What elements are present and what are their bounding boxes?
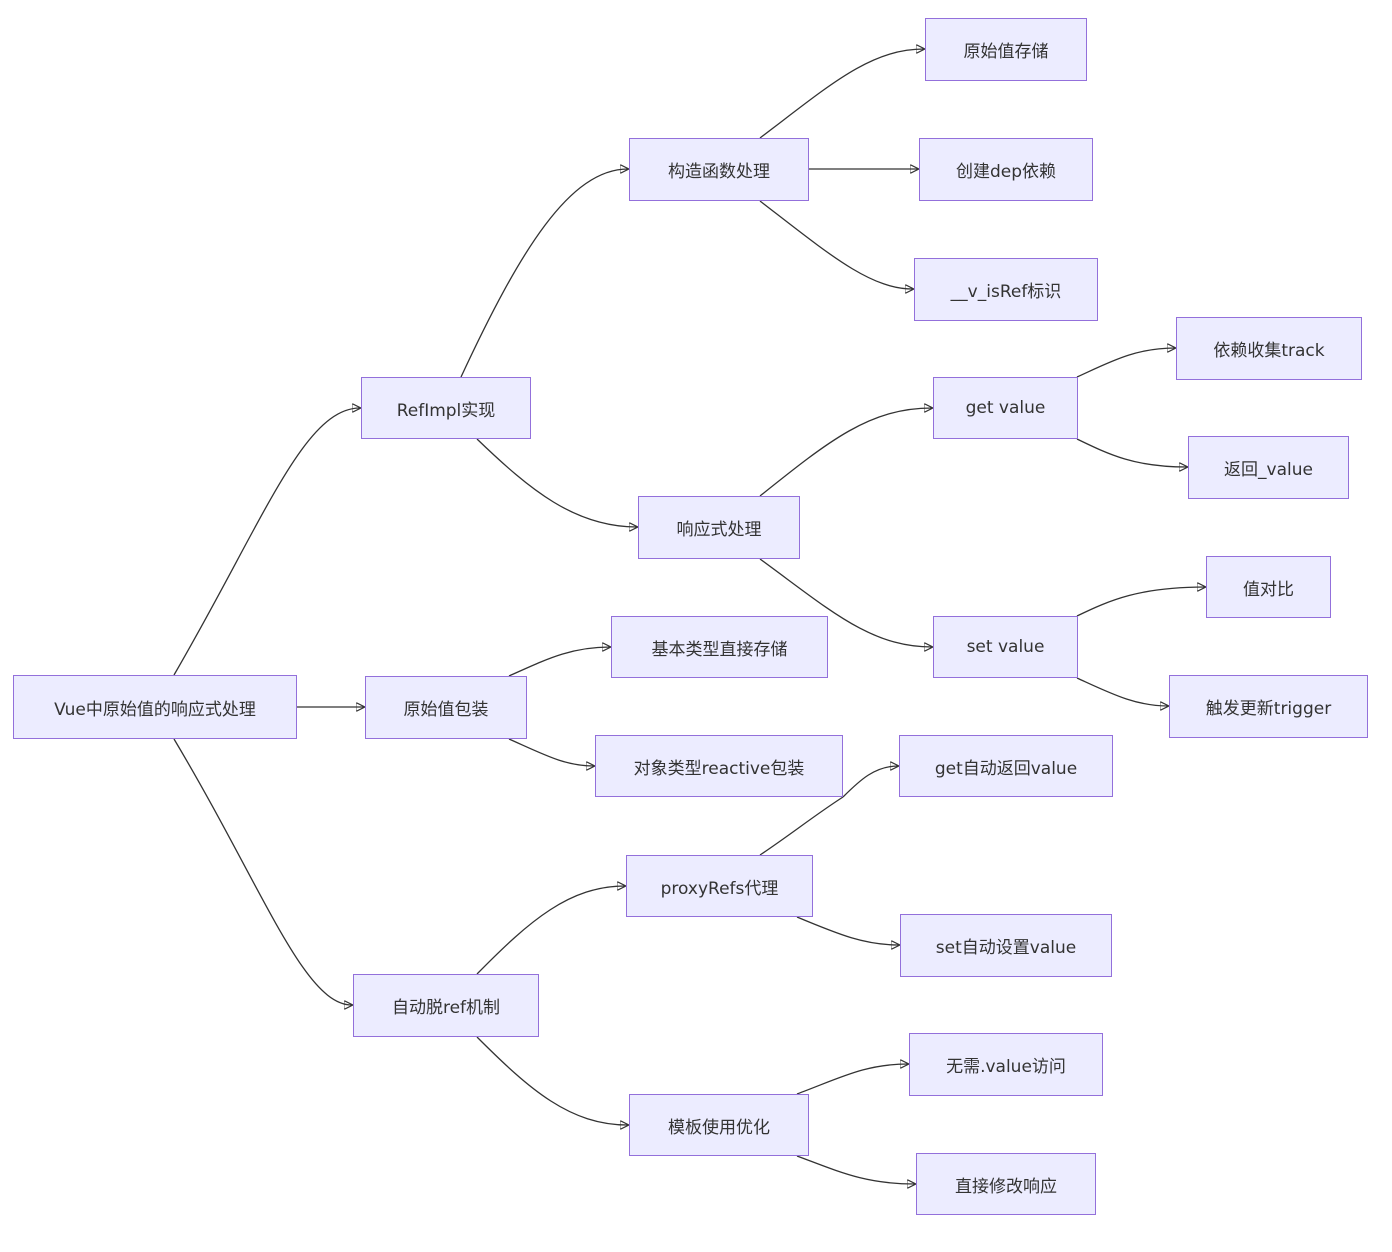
edge-ctor-rawstore [759, 49, 924, 139]
node-getauto: get自动返回value [899, 735, 1113, 797]
node-rawstore: 原始值存储 [925, 18, 1087, 81]
edge-reactive-getv [759, 408, 932, 497]
edge-wrap-objreactive [508, 738, 594, 766]
edge-getv-ret [1076, 438, 1187, 467]
node-template: 模板使用优化 [629, 1094, 809, 1156]
node-direct: 直接修改响应 [916, 1153, 1096, 1215]
edge-proxyrefs-getauto [759, 796, 844, 856]
node-ctor: 构造函数处理 [629, 138, 809, 201]
node-return-value: 返回_value [1188, 436, 1349, 499]
node-refimpl: RefImpl实现 [361, 377, 531, 439]
edge-wrap-basic [508, 647, 610, 677]
node-dep: 创建dep依赖 [919, 138, 1093, 201]
edge-setv-cmp [1076, 587, 1205, 617]
edge-unref-template [476, 1036, 628, 1125]
edge-root-unref [173, 738, 352, 1005]
node-set-value: set value [933, 616, 1078, 678]
node-compare: 值对比 [1206, 556, 1331, 618]
edge-refimpl-ctor [460, 169, 628, 378]
edge-getv-track [1076, 348, 1175, 378]
edge-ctor-isref [759, 200, 913, 289]
node-isref: __v_isRef标识 [914, 258, 1098, 321]
edge-setv-trigger [1076, 677, 1168, 706]
node-wrap: 原始值包装 [365, 676, 527, 739]
edge-objreactive-getauto [842, 766, 898, 798]
edge-root-refimpl [173, 408, 360, 676]
edge-reactive-setv [759, 558, 932, 647]
edge-proxyrefs-setauto [796, 916, 899, 945]
node-unref: 自动脱ref机制 [353, 974, 539, 1037]
node-novalue: 无需.value访问 [909, 1033, 1103, 1096]
edge-template-direct [796, 1155, 915, 1184]
node-basic: 基本类型直接存储 [611, 616, 828, 678]
node-root: Vue中原始值的响应式处理 [13, 675, 297, 739]
edge-refimpl-reactive [476, 438, 637, 527]
node-setauto: set自动设置value [900, 914, 1112, 977]
node-reactive-proc: 响应式处理 [638, 496, 800, 559]
edge-template-novalue [796, 1064, 908, 1095]
node-track: 依赖收集track [1176, 317, 1362, 380]
edge-unref-proxyrefs [476, 886, 625, 975]
node-get-value: get value [933, 377, 1078, 439]
node-proxyrefs: proxyRefs代理 [626, 855, 813, 917]
node-trigger: 触发更新trigger [1169, 675, 1368, 738]
node-objreactive: 对象类型reactive包装 [595, 735, 843, 797]
